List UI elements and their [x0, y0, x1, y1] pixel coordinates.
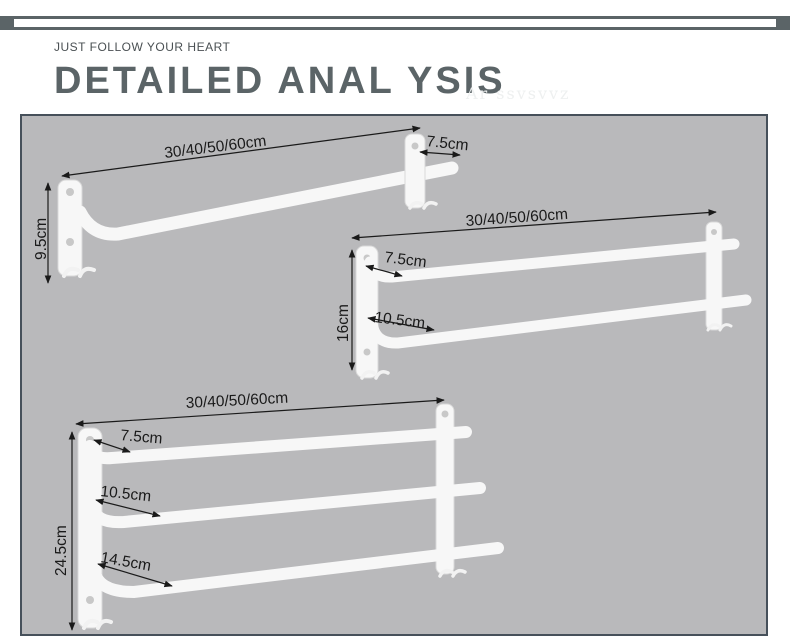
width-dimension-line: [75, 397, 445, 427]
depth-label-middle: 10.5cm: [100, 483, 152, 505]
wall-bracket-left: [57, 179, 83, 277]
diagram-panel: 30/40/50/60cm 9.5cm 7.5cm 30/40/50/60cm …: [20, 114, 768, 636]
depth-dimension-line: [419, 149, 461, 158]
screw-hole-icon: [66, 188, 74, 196]
screw-hole-icon: [363, 348, 371, 356]
hook-icon: [360, 370, 390, 380]
screw-hole-icon: [711, 229, 717, 235]
rack-double-tier: 30/40/50/60cm 16cm 7.5cm 10.5cm: [335, 206, 752, 380]
hook-icon: [438, 568, 467, 578]
frame-bar-inner: [14, 19, 776, 27]
towel-bar-bottom: [88, 542, 504, 599]
depth-label-top: 7.5cm: [120, 427, 164, 448]
depth-label-top: 7.5cm: [384, 249, 428, 271]
page-title: DETAILED ANAL YSIS: [54, 60, 506, 102]
width-label: 30/40/50/60cm: [465, 206, 568, 230]
hook-icon: [408, 200, 438, 210]
towel-bar-bottom: [366, 294, 752, 349]
width-label: 30/40/50/60cm: [185, 390, 288, 412]
top-frame-bar: [0, 16, 790, 30]
height-label: 24.5cm: [53, 525, 70, 576]
hook-icon: [62, 266, 96, 278]
height-label: 9.5cm: [33, 218, 50, 260]
depth-dimension-line-top: [365, 264, 403, 278]
depth-label: 7.5cm: [426, 133, 470, 154]
towel-bar: [73, 161, 459, 241]
width-dimension-line: [351, 209, 717, 241]
height-label: 16cm: [335, 304, 352, 342]
hook-icon: [82, 618, 113, 630]
depth-label-bottom: 14.5cm: [99, 549, 152, 575]
width-label: 30/40/50/60cm: [163, 133, 267, 162]
width-dimension-line: [61, 125, 421, 179]
screw-hole-icon: [411, 142, 419, 150]
depth-dimension-line-bottom: [97, 562, 173, 588]
towel-bar-top: [84, 426, 472, 465]
screw-hole-icon: [66, 238, 74, 246]
depth-dimension-line-top: [93, 439, 131, 453]
depth-dimension-line-bottom: [367, 316, 435, 332]
wall-bracket-right: [705, 221, 723, 331]
depth-dimension-line-middle: [95, 498, 161, 518]
depth-label-bottom: 10.5cm: [374, 309, 427, 332]
wall-bracket-left: [355, 245, 379, 379]
screw-hole-icon: [441, 410, 449, 418]
towel-bar-middle: [86, 482, 486, 529]
rack-triple-tier: 30/40/50/60cm 24.5cm 7.5cm 10.5cm 14.5cm: [53, 390, 504, 631]
page-subtitle: JUST FOLLOW YOUR HEART: [54, 40, 231, 54]
hook-icon: [706, 323, 733, 332]
ghost-watermark-text: Ar ssvsvvz: [466, 84, 571, 103]
screw-hole-icon: [86, 596, 94, 604]
